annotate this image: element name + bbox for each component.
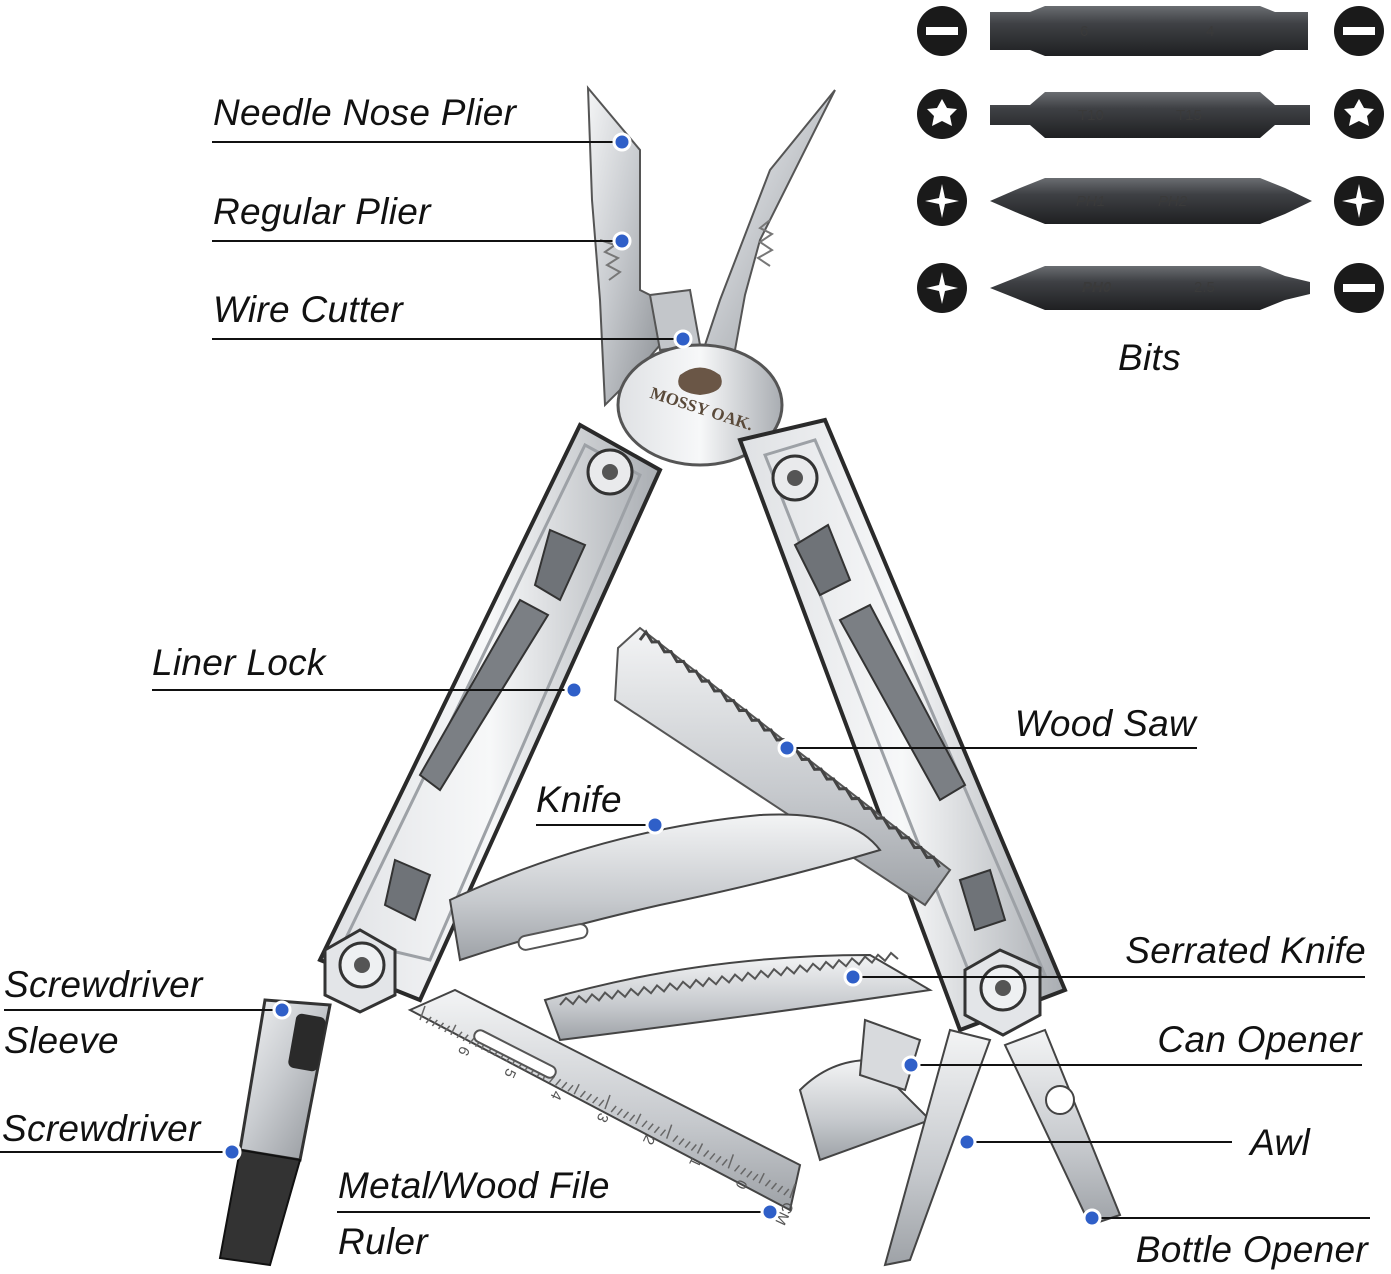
label-knife: Knife (536, 779, 622, 820)
ruler-tick (635, 1113, 642, 1125)
label-wood-saw: Wood Saw (1014, 703, 1196, 744)
ruler-tick (573, 1083, 580, 1095)
ruler-tick (709, 1152, 716, 1160)
ruler-tick (690, 1144, 697, 1152)
label-awl: Awl (1250, 1122, 1310, 1163)
label-screwdriver-sleeve-line2: Sleeve (4, 1020, 119, 1061)
ruler-tick (616, 1108, 623, 1116)
label-can-opener: Can Opener (1157, 1019, 1362, 1060)
ruler-tick (579, 1090, 586, 1098)
ruler-tick (659, 1129, 667, 1137)
bit-row-2: T10 T15 (917, 89, 1384, 139)
ruler-tick (727, 1154, 735, 1169)
ruler-tick (629, 1114, 636, 1122)
ruler-tick (715, 1155, 722, 1163)
ruler-tick (598, 1099, 605, 1107)
ruler-tick (555, 1078, 562, 1086)
ruler-tick (733, 1164, 741, 1172)
bit-label: 6 (1080, 23, 1088, 40)
lower-tools (798, 1018, 1122, 1267)
serrated-knife-blade (543, 951, 933, 1042)
ruler-tick (752, 1173, 759, 1181)
ruler-tick (653, 1126, 660, 1134)
ruler-tick (641, 1120, 648, 1128)
ruler-tick (437, 1022, 445, 1030)
ruler-tick (777, 1185, 784, 1193)
ruler-tick (703, 1149, 710, 1157)
right-handle (737, 417, 1068, 1037)
bit-label: PH1 (1076, 193, 1105, 210)
ruler-tick (758, 1172, 765, 1184)
bit-row-1: 6 4 (917, 6, 1384, 56)
label-bottle-opener: Bottle Opener (1135, 1229, 1368, 1270)
ruler-tick (740, 1167, 747, 1175)
bit-label: PH0 (1082, 279, 1112, 296)
ruler-tick (468, 1037, 475, 1045)
ruler-tick (746, 1170, 753, 1178)
label-screwdriver-sleeve-line1: Screwdriver (4, 964, 203, 1005)
label-regular-plier: Regular Plier (213, 191, 431, 232)
ruler-tick (561, 1081, 568, 1089)
bit-label: T15 (1176, 107, 1202, 124)
label-wire-cutter: Wire Cutter (213, 289, 404, 330)
left-handle (317, 422, 663, 1014)
ruler-tick (444, 1025, 451, 1033)
ruler-number: 5 (500, 1066, 519, 1081)
ruler-tick (604, 1094, 611, 1110)
ruler-tick (592, 1096, 599, 1104)
knife-blade (448, 813, 882, 962)
label-liner-lock: Liner Lock (152, 642, 326, 683)
ruler-tick (622, 1111, 630, 1119)
bits-panel: 6 4 T10 T15 PH1 PH2 (917, 6, 1384, 313)
label-serrated-knife: Serrated Knife (1125, 930, 1366, 971)
ruler-tick (684, 1141, 691, 1149)
label-metal-wood-file: Metal/Wood File (338, 1165, 610, 1206)
ruler-tick (696, 1143, 704, 1154)
marker-dots (222, 132, 1102, 1228)
pivot: MOSSY OAK. (616, 343, 784, 467)
bit-label: T10 (1078, 107, 1104, 124)
ruler-tick (665, 1124, 673, 1139)
ruler-number: 6 (454, 1043, 473, 1058)
ruler-tick (450, 1024, 457, 1036)
ruler-tick (419, 1005, 426, 1021)
ruler-tick (721, 1158, 728, 1166)
ruler-tick (647, 1123, 654, 1131)
ruler-tick (567, 1084, 574, 1092)
leader-lines (0, 141, 1370, 1219)
label-screwdriver: Screwdriver (2, 1108, 201, 1149)
label-needle-nose-plier: Needle Nose Plier (213, 92, 517, 133)
ruler-tick (789, 1183, 796, 1199)
screwdriver-assembly (218, 998, 332, 1267)
bit-row-3: PH1 PH2 (917, 176, 1384, 226)
bit-row-4: PH0 2.5 (917, 263, 1384, 313)
label-bits: Bits (1118, 337, 1181, 378)
ruler-tick (678, 1138, 685, 1146)
ruler-tick (672, 1135, 679, 1143)
ruler-tick (585, 1093, 593, 1101)
ruler-tick (462, 1034, 469, 1042)
bit-label: 4 (1206, 23, 1214, 40)
ruler-tick (456, 1031, 463, 1039)
ruler-tick (610, 1105, 617, 1113)
ruler-tick (425, 1016, 432, 1024)
ruler-tick (770, 1182, 778, 1190)
ruler-tick (764, 1179, 771, 1187)
ruler-tick (783, 1188, 790, 1196)
ruler-tick (431, 1019, 438, 1027)
bit-label: 2.5 (1194, 279, 1215, 296)
bit-label: PH2 (1158, 193, 1188, 210)
label-ruler: Ruler (338, 1221, 428, 1262)
